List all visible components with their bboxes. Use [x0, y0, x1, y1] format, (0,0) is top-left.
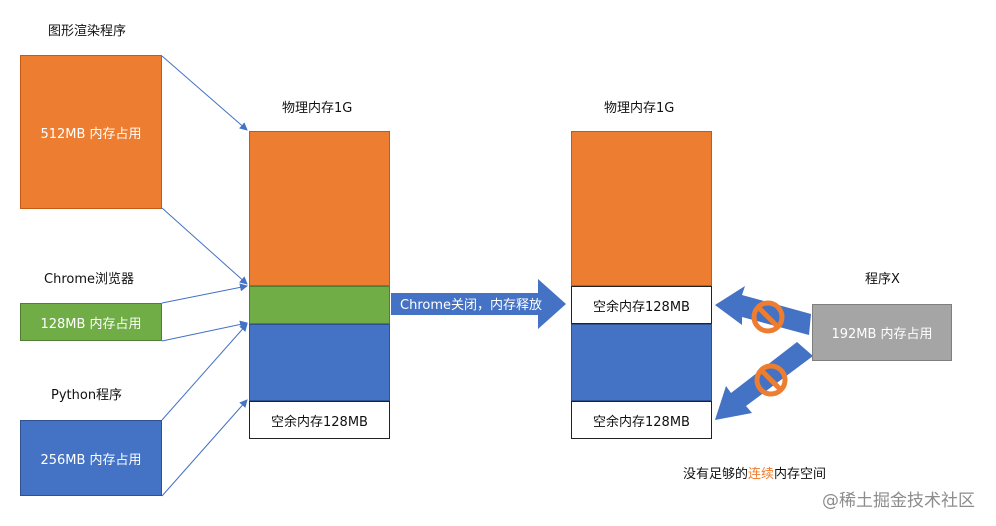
- program-x-usage: 192MB 内存占用: [831, 327, 933, 342]
- memory-before-free-segment: 空余内存128MB: [249, 401, 390, 439]
- memory-before-python-segment: [249, 324, 390, 401]
- watermark: @稀土掘金技术社区: [822, 491, 975, 511]
- connector-graphics-bottom: [161, 207, 248, 285]
- memory-before-chrome-segment: [249, 286, 390, 324]
- connector-graphics-top: [161, 55, 248, 131]
- chrome-program-title: Chrome浏览器: [44, 272, 134, 287]
- program-x-title: 程序X: [865, 272, 900, 287]
- memory-after-graphics-segment: [571, 131, 712, 286]
- forbid-icon: [751, 300, 785, 334]
- memory-before-title: 物理内存1G: [282, 101, 353, 116]
- graphics-program-title: 图形渲染程序: [48, 24, 127, 39]
- memory-after-free-label-top: 空余内存128MB: [593, 299, 690, 315]
- memory-after-python-segment: [571, 324, 712, 401]
- program-x-block: 192MB 内存占用: [812, 304, 952, 361]
- memory-before-free-label: 空余内存128MB: [271, 414, 368, 430]
- memory-after-free-segment-bottom: 空余内存128MB: [571, 401, 712, 439]
- connector-python-top: [161, 323, 248, 421]
- graphics-program-usage: 512MB 内存占用: [40, 126, 142, 142]
- transition-arrow: [391, 279, 566, 329]
- caption-highlight: 连续: [748, 467, 775, 482]
- python-program-title: Python程序: [51, 388, 123, 403]
- memory-before-graphics-segment: [249, 131, 390, 286]
- connector-chrome-bottom: [161, 320, 248, 342]
- memory-after-free-segment-top: 空余内存128MB: [571, 286, 712, 324]
- transition-label: Chrome关闭，内存释放: [400, 298, 542, 313]
- chrome-program-block: 128MB 内存占用: [20, 303, 162, 341]
- memory-after-title: 物理内存1G: [604, 101, 675, 116]
- connector-python-bottom: [161, 399, 248, 497]
- caption-suffix: 内存空间: [774, 467, 827, 482]
- python-program-usage: 256MB 内存占用: [40, 452, 142, 468]
- memory-after-column: 空余内存128MB 空余内存128MB: [571, 131, 712, 439]
- caption: 没有足够的连续内存空间: [683, 463, 826, 482]
- graphics-program-block: 512MB 内存占用: [20, 55, 162, 209]
- caption-prefix: 没有足够的: [683, 467, 749, 482]
- memory-after-free-label-bottom: 空余内存128MB: [593, 414, 690, 430]
- blocked-arrow-bottom: [715, 342, 813, 420]
- chrome-program-usage: 128MB 内存占用: [40, 316, 142, 332]
- forbid-icon: [754, 363, 788, 397]
- connector-chrome-top: [161, 283, 248, 304]
- memory-before-column: 空余内存128MB: [249, 131, 390, 439]
- python-program-block: 256MB 内存占用: [20, 420, 162, 496]
